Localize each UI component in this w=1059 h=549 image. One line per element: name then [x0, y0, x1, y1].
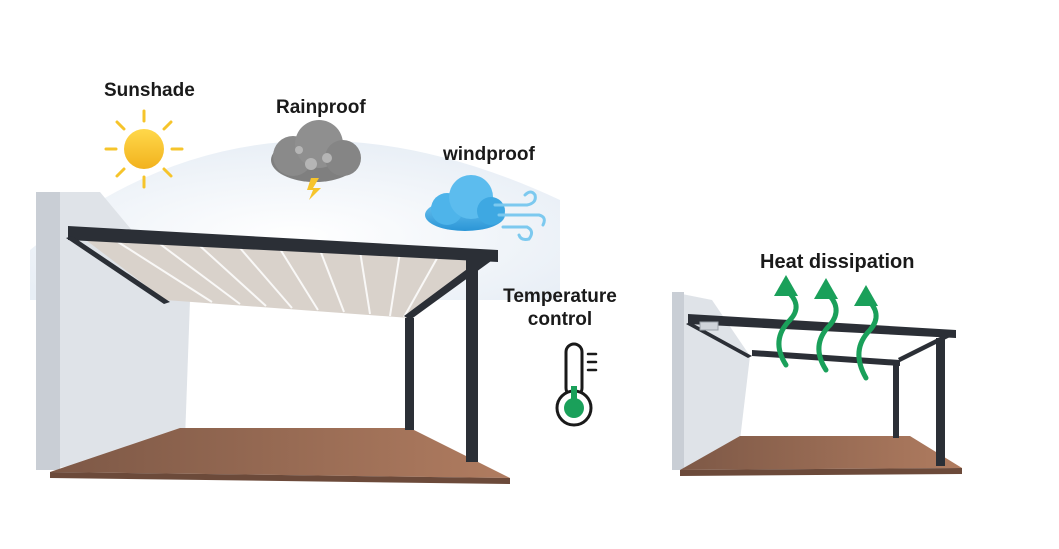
upward-arrow-icon [774, 275, 798, 296]
rain-cloud-icon [271, 120, 361, 200]
sun-icon [104, 109, 184, 189]
upward-arrow-icon [814, 278, 838, 299]
front-beam [688, 314, 956, 338]
post [466, 258, 478, 462]
temperature-control-label: Temperature control [500, 285, 620, 331]
windproof-label: windproof [443, 144, 535, 165]
upward-arrow-icon [856, 295, 879, 381]
heat-arrows [776, 287, 879, 381]
upward-arrow-icon [816, 289, 839, 373]
thermometer-icon [555, 342, 598, 427]
temperature-label-line2: control [527, 309, 593, 330]
right-pergola [672, 292, 962, 476]
wind-cloud-icon [425, 175, 546, 241]
sunshade-label: Sunshade [104, 80, 195, 101]
upward-arrow-icon [776, 287, 799, 368]
heat-dissipation-label: Heat dissipation [760, 251, 915, 273]
deck [50, 428, 510, 478]
rainproof-label: Rainproof [276, 97, 366, 118]
upward-arrow-icon [854, 285, 878, 306]
post [936, 338, 945, 466]
deck [680, 436, 962, 470]
left-pergola [36, 192, 510, 484]
post [405, 318, 414, 430]
front-beam [68, 226, 498, 262]
wall [672, 292, 750, 470]
post [893, 362, 899, 438]
temperature-label-line1: Temperature [503, 286, 617, 307]
